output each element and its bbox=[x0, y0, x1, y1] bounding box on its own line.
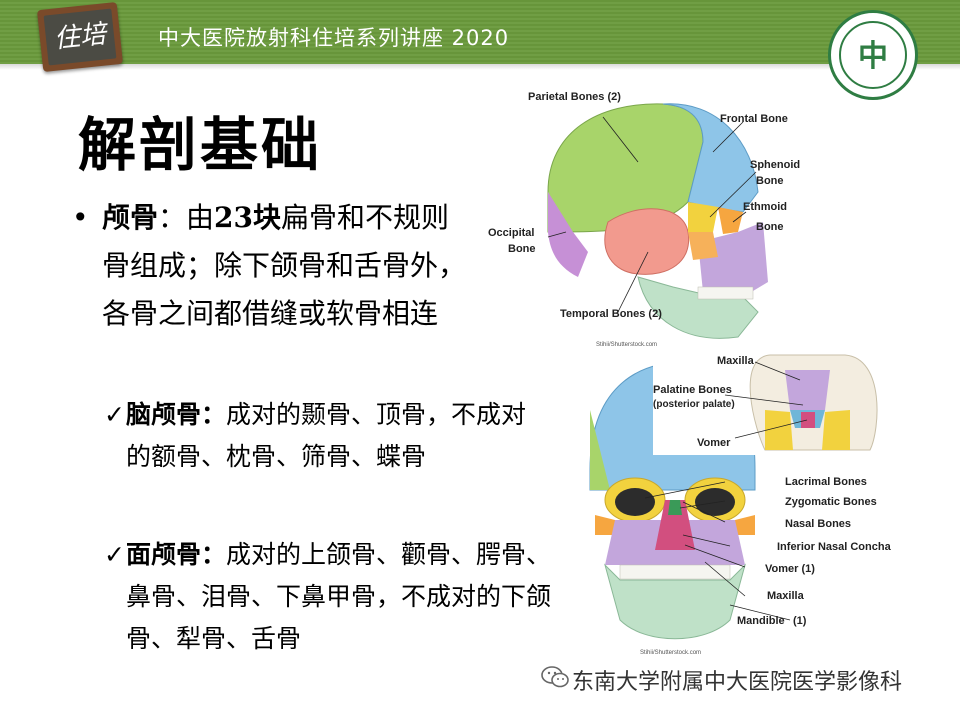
label-frontal: Frontal Bone bbox=[720, 113, 788, 125]
label-ethmoid-1: Ethmoid bbox=[743, 201, 787, 213]
lateral-leader-lines bbox=[547, 116, 757, 313]
label-maxilla-top: Maxilla bbox=[717, 355, 755, 367]
hospital-logo: 中 bbox=[828, 10, 918, 100]
logo-mark: 中 bbox=[858, 39, 888, 74]
viscerocranium-term: 面颅骨： bbox=[126, 540, 227, 569]
label-palatine-2: (posterior palate) bbox=[653, 399, 735, 410]
bullet-dot: • bbox=[72, 201, 89, 234]
frontal-skull-figure: Maxilla Palatine Bones (posterior palate… bbox=[589, 350, 895, 656]
lateral-skull-illustration bbox=[547, 103, 768, 339]
wechat-icon bbox=[541, 666, 569, 688]
label-temporal: Temporal Bones (2) bbox=[560, 308, 662, 320]
label-sphenoid-2: Bone bbox=[756, 175, 784, 187]
label-vomer: Vomer (1) bbox=[765, 563, 815, 575]
label-ethmoid-2: Bone bbox=[756, 221, 784, 233]
label-sphenoid-1: Sphenoid bbox=[750, 159, 800, 171]
label-vomer-top: Vomer bbox=[697, 437, 731, 449]
label-lacrimal: Lacrimal Bones bbox=[785, 476, 867, 488]
banner-shadow bbox=[0, 64, 960, 70]
skull-term: 颅骨 bbox=[102, 201, 159, 234]
label-palatine-1: Palatine Bones bbox=[653, 384, 732, 396]
slide-title: 解剖基础 bbox=[78, 111, 323, 179]
label-zygomatic: Zygomatic Bones bbox=[785, 496, 877, 508]
label-nasal: Nasal Bones bbox=[785, 518, 851, 530]
header-banner bbox=[0, 0, 960, 64]
credit-bottom: Stihii/Shutterstock.com bbox=[640, 650, 701, 656]
label-parietal: Parietal Bones (2) bbox=[528, 91, 621, 103]
lateral-skull-figure: Parietal Bones (2) Frontal Bone Sphenoid… bbox=[488, 91, 800, 348]
label-maxilla: Maxilla bbox=[767, 590, 805, 602]
viscerocranium-text: 成对的上颌骨、颧骨、腭骨、鼻骨、泪骨、下鼻甲骨，不成对的下颌骨、犁骨、舌骨 bbox=[126, 540, 552, 653]
banner-title: 中大医院放射科住培系列讲座 2020 bbox=[158, 26, 510, 50]
skull-text-b: 扁骨和不规则骨组成；除下颌骨和舌骨外，各骨之间都借缝或软骨相连 bbox=[102, 201, 467, 330]
neurocranium-text: 成对的颞骨、顶骨，不成对的额骨、枕骨、筛骨、蝶骨 bbox=[126, 400, 527, 471]
course-badge: 住培 bbox=[36, 1, 124, 73]
label-occipital-1: Occipital bbox=[488, 227, 534, 239]
skull-bullet-text: 颅骨：由23块扁骨和不规则骨组成；除下颌骨和舌骨外，各骨之间都借缝或软骨相连 bbox=[102, 194, 474, 338]
check-icon: ✓ bbox=[104, 400, 125, 429]
viscerocranium-text-block: 面颅骨：成对的上颌骨、颧骨、腭骨、鼻骨、泪骨、下鼻甲骨，不成对的下颌骨、犁骨、舌… bbox=[126, 534, 554, 660]
label-occipital-2: Bone bbox=[508, 243, 536, 255]
badge-text: 住培 bbox=[43, 8, 117, 66]
credit-top: Stihii/Shutterstock.com bbox=[596, 342, 657, 348]
frontal-leader-lines bbox=[644, 361, 808, 621]
label-mandible: Mandible bbox=[737, 615, 785, 627]
footer-watermark: 东南大学附属中大医院医学影像科 bbox=[540, 660, 940, 696]
footer-text: 东南大学附属中大医院医学影像科 bbox=[572, 670, 903, 695]
logo-ring bbox=[839, 21, 907, 89]
skull-text-a: ：由 bbox=[158, 201, 215, 234]
neurocranium-text-block: 脑颅骨：成对的颞骨、顶骨，不成对的额骨、枕骨、筛骨、蝶骨 bbox=[126, 394, 536, 478]
label-mandible-count: (1) bbox=[793, 615, 807, 627]
label-inferior-nasal-concha: Inferior Nasal Concha bbox=[777, 541, 892, 553]
neurocranium-term: 脑颅骨： bbox=[126, 400, 227, 429]
check-icon: ✓ bbox=[104, 540, 125, 569]
skull-count: 23块 bbox=[214, 201, 281, 234]
